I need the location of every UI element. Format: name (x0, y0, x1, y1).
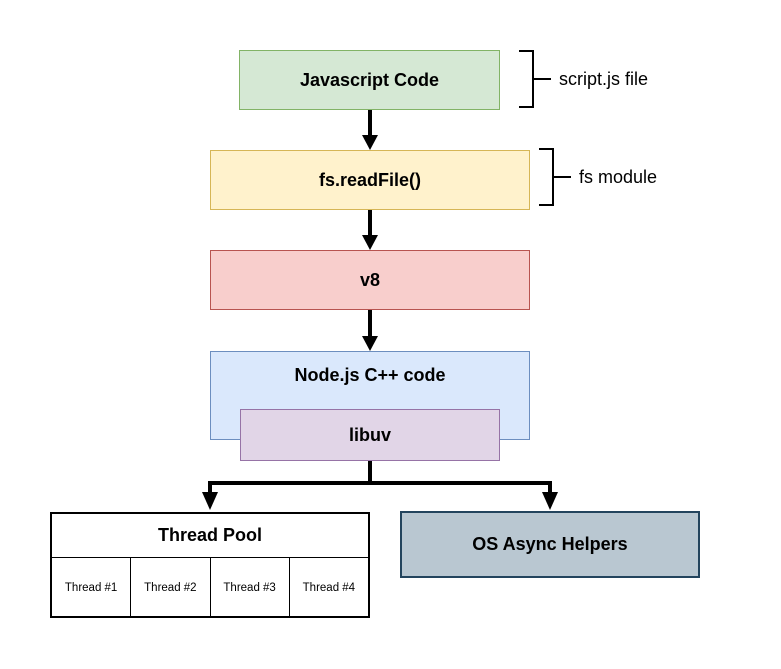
bracket-script-js-bottom-tick (519, 106, 534, 108)
node-fs-readfile: fs.readFile() (210, 150, 530, 210)
annotation-fs-module: fs module (579, 167, 658, 187)
arrow-js-to-fs-head (362, 135, 378, 150)
bracket-fs-module-bottom-tick (539, 204, 554, 206)
thread-cell-1: Thread #1 (52, 558, 132, 617)
node-javascript-code: Javascript Code (239, 50, 500, 110)
bracket-script-js-top-tick (519, 50, 534, 52)
arrow-v8-to-node-stem (368, 310, 372, 337)
thread-pool-cells: Thread #1 Thread #2 Thread #3 Thread #4 (52, 558, 368, 617)
bracket-fs-module-top-tick (539, 148, 554, 150)
node-v8-label: v8 (359, 269, 381, 290)
node-javascript-code-label: Javascript Code (299, 69, 440, 90)
node-thread-pool: Thread Pool Thread #1 Thread #2 Thread #… (50, 512, 370, 618)
arrow-to-thread-pool-head (202, 492, 218, 510)
node-nodejs-cpp-code-label: Node.js C++ code (294, 365, 446, 385)
connector-libuv-stem (368, 461, 372, 482)
node-v8: v8 (210, 250, 530, 310)
arrow-js-to-fs-stem (368, 110, 372, 136)
arrow-v8-to-node-head (362, 336, 378, 351)
thread-cell-3: Thread #3 (211, 558, 290, 617)
thread-cell-4: Thread #4 (302, 581, 356, 594)
bracket-script-js-vertical (532, 50, 534, 108)
node-os-async-helpers: OS Async Helpers (400, 511, 700, 578)
arrow-to-os-async-head (542, 492, 558, 510)
connector-right-stub (548, 485, 552, 493)
connector-left-stub (208, 485, 212, 493)
arrow-fs-to-v8-head (362, 235, 378, 250)
bracket-fs-module-middle-tick (554, 176, 571, 178)
node-fs-readfile-label: fs.readFile() (318, 169, 422, 190)
bracket-fs-module-vertical (552, 148, 554, 206)
node-os-async-helpers-label: OS Async Helpers (472, 534, 628, 554)
thread-cell-2: Thread #2 (131, 558, 211, 617)
node-libuv-label: libuv (348, 424, 391, 445)
annotation-script-js-file: script.js file (559, 69, 649, 89)
arrow-fs-to-v8-stem (368, 210, 372, 236)
node-libuv: libuv (240, 409, 500, 461)
bracket-script-js-middle-tick (534, 78, 551, 80)
thread-pool-title: Thread Pool (52, 514, 368, 558)
connector-branch-line (208, 481, 552, 485)
